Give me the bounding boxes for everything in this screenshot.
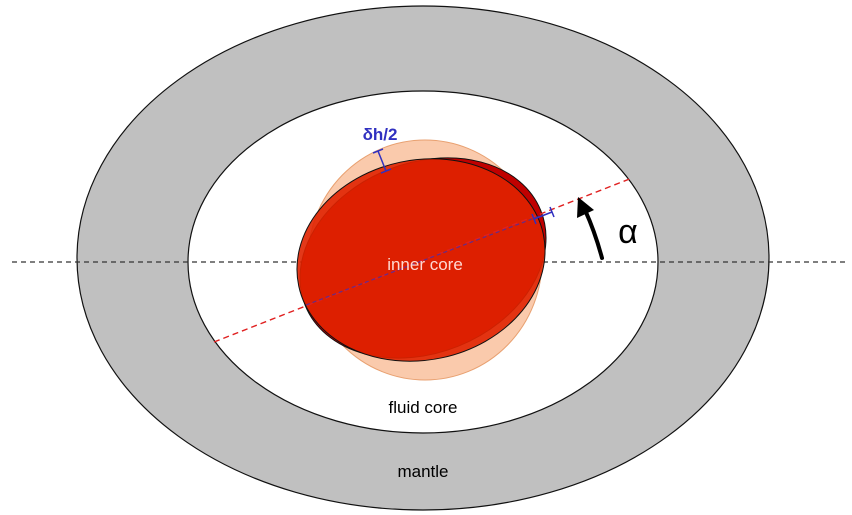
tilted-axis-dashed-line (213, 177, 633, 343)
inner-core-label: inner core (387, 255, 463, 274)
alpha-label: α (618, 213, 638, 251)
delta-h-marker-right (531, 206, 555, 225)
mantle-label: mantle (397, 462, 448, 481)
rotation-arrow-icon (577, 197, 604, 260)
delta-h-marker-top (372, 148, 392, 174)
inner-core (296, 158, 546, 362)
fluid-core-label: fluid core (389, 398, 458, 417)
delta-h-label: δh/2 (363, 125, 398, 144)
